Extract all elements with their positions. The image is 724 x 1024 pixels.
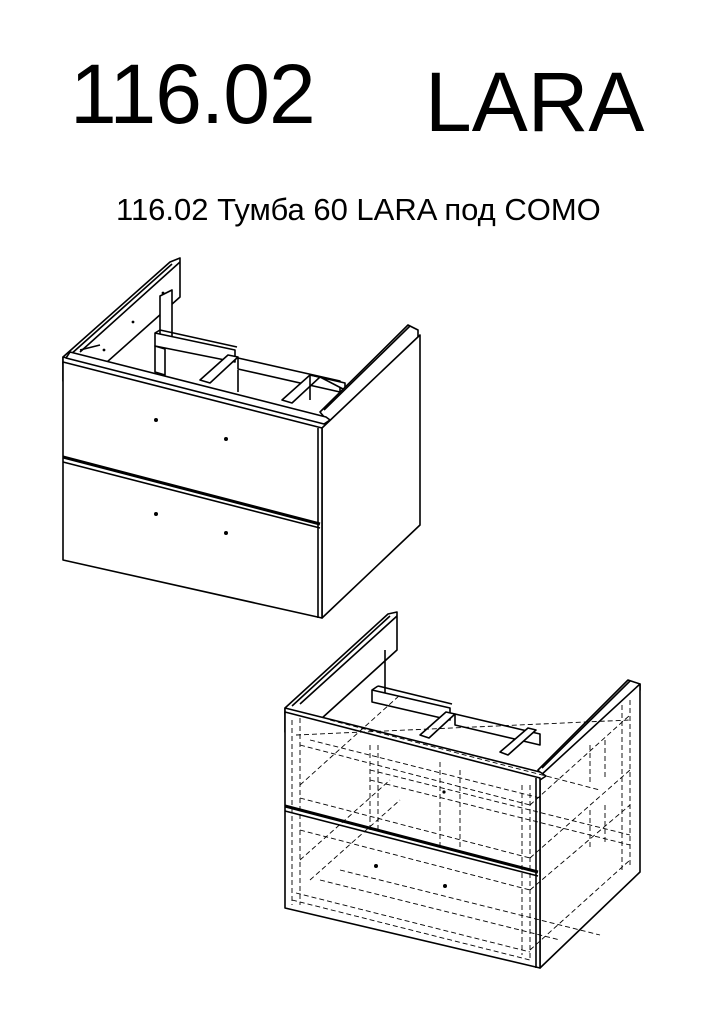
cabinet-wireframe-drawing [284,611,641,969]
cabinet-solid-drawing [62,257,421,619]
collection-name: LARA [425,55,645,149]
hidden-lines [291,694,631,961]
product-subtitle: 116.02 Тумба 60 LARA под COMO [116,192,601,227]
article-code: 116.02 [70,47,316,141]
